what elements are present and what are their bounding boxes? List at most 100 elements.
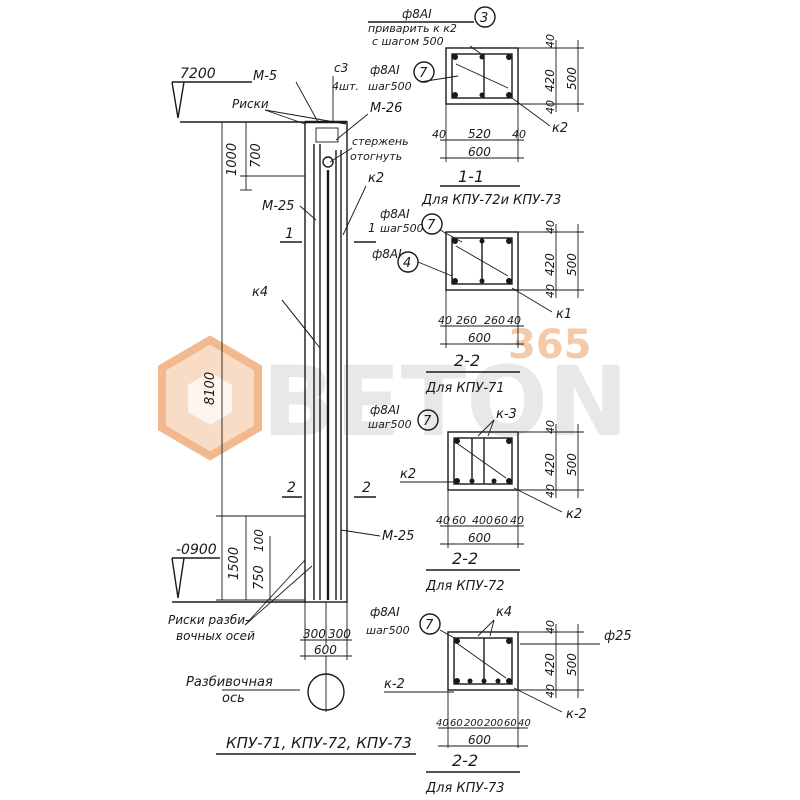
- s4-dim-v-mid: 420: [543, 653, 557, 676]
- mark-m26: M-26: [370, 101, 402, 116]
- dim-600-elev: 600: [314, 643, 337, 657]
- s2-callout-7-circle: [421, 213, 443, 235]
- s3-subtitle: Для КПУ-72: [425, 579, 505, 594]
- s2-dim-h-0: 40: [438, 314, 452, 327]
- s3-outline: [447, 431, 519, 491]
- callout-7-circle: [413, 61, 435, 83]
- s1-dim-h-total: 600: [468, 145, 491, 159]
- level-bottom: -0900: [176, 542, 217, 558]
- axis-label-2: ось: [222, 691, 245, 706]
- axis-risks-label-2: вочных осей: [176, 629, 255, 643]
- k2-label: к2: [368, 171, 384, 186]
- step-label: шаг500: [368, 80, 412, 93]
- s4-dim-h-0: 40: [436, 718, 449, 729]
- s1-k-right: к2: [552, 121, 568, 136]
- s1-dim-v-mid: 420: [543, 69, 557, 92]
- s3-dim-v-mid: 420: [543, 453, 557, 476]
- s3-dim-h-3: 60: [494, 514, 508, 527]
- s1-dim-h-2: 40: [512, 128, 526, 141]
- s1-dim-h-1: 520: [468, 127, 491, 141]
- s4-k-left: к-2: [384, 677, 405, 692]
- s1-callout-line2: приварить к к2: [368, 22, 457, 35]
- axis-risks-label-1: Риски разби-: [168, 613, 249, 627]
- mark-m25-top: M-25: [262, 199, 294, 214]
- s1-outline: [445, 47, 519, 105]
- axis-label-1: Разбивочная: [186, 675, 273, 690]
- s3-phi: ф8АI: [370, 403, 400, 417]
- s4-dim-h-total: 600: [468, 733, 491, 747]
- s4-phi: ф8АI: [370, 605, 400, 619]
- s2-dim-h-total: 600: [468, 331, 491, 345]
- watermark: BETON 365: [158, 322, 628, 461]
- s4-dim-v-top: 40: [544, 620, 557, 634]
- s1-callout-num: 3: [480, 11, 488, 26]
- s2-mark-1: 1: [368, 221, 376, 235]
- s3-dim-v-bot: 40: [544, 484, 557, 498]
- s2-phi2: ф8АI: [372, 247, 402, 261]
- s3-k-right: к2: [566, 507, 582, 522]
- s3-callout-7: 7: [423, 414, 432, 429]
- s4-step: шаг500: [366, 624, 410, 637]
- axis-circle: [307, 673, 345, 711]
- s3-dim-h-total: 600: [468, 531, 491, 545]
- s1-callout-line3: с шагом 500: [372, 35, 444, 48]
- s4-dim-h-4: 60: [504, 718, 517, 729]
- s2-phi: ф8АI: [380, 207, 410, 221]
- mark-m5: M-5: [253, 69, 277, 84]
- bent-label-2: отогнуть: [350, 150, 402, 163]
- s4-dim-v-total: 500: [565, 653, 579, 676]
- phi-label: ф8АI: [370, 63, 400, 77]
- s2-callout-7: 7: [427, 218, 436, 233]
- s3-dim-h-4: 40: [510, 514, 524, 527]
- s3-dim-h-0: 40: [436, 514, 450, 527]
- section-2-2-kpu72: ф8АI шаг500 7 к-3 к2 к2 40 420 40 500 40…: [368, 403, 584, 594]
- s3-title: 2-2: [452, 549, 478, 568]
- s3-callout-7-circle: [417, 409, 439, 431]
- s1-dim-v-top: 40: [544, 34, 557, 48]
- bent-label-1: стержень: [352, 135, 409, 148]
- s2-outline: [445, 231, 519, 291]
- s2-k-right: к1: [556, 307, 572, 322]
- c3-label: c3: [334, 61, 348, 75]
- s1-dim-h-0: 40: [432, 128, 446, 141]
- dim-700: 700: [249, 143, 264, 168]
- s3-dim-h-1: 60: [452, 514, 466, 527]
- s4-subtitle: Для КПУ-73: [425, 781, 505, 796]
- s4-dim-h-5: 40: [518, 718, 531, 729]
- mark-m25-low: M-25: [382, 529, 414, 544]
- s4-k-top: к4: [496, 605, 512, 620]
- s1-dim-v-bot: 40: [544, 100, 557, 114]
- dim-300-right: 300: [328, 627, 351, 641]
- s3-k-top: к-3: [496, 407, 517, 422]
- s2-title: 2-2: [454, 351, 480, 370]
- section-1-mark: 1: [285, 226, 294, 242]
- s4-k-right: к-2: [566, 707, 587, 722]
- s3-step: шаг500: [368, 418, 412, 431]
- dim-1000: 1000: [225, 143, 240, 176]
- elevation-caption: КПУ-71, КПУ-72, КПУ-73: [226, 734, 412, 752]
- s3-dim-h-2: 400: [472, 514, 493, 527]
- s2-dim-v-bot: 40: [544, 284, 557, 298]
- s2-subtitle: Для КПУ-71: [425, 381, 505, 396]
- s2-dim-v-mid: 420: [543, 253, 557, 276]
- s1-callout-line1: ф8АI: [402, 7, 432, 21]
- s4-dim-h-1: 60: [450, 718, 463, 729]
- s2-step: шаг500: [380, 222, 424, 235]
- s1-dim-v-total: 500: [565, 67, 579, 90]
- dim-1500: 1500: [227, 547, 242, 580]
- c3-count: 4шт.: [332, 80, 359, 93]
- s1-subtitle: Для КПУ-72и КПУ-73: [421, 193, 561, 208]
- section-2-2-kpu71: ф8АI шаг500 1 7 ф8АI 4 к1 40 420 40 500 …: [368, 207, 584, 396]
- s2-dim-h-2: 260: [484, 314, 505, 327]
- s1-callout-circle: [474, 6, 496, 28]
- s3-dim-v-total: 500: [565, 453, 579, 476]
- s2-dim-h-1: 260: [456, 314, 477, 327]
- section-1-1: ф8АI приварить к к2 с шагом 500 3 к2 40 …: [368, 6, 584, 208]
- k4-label: к4: [252, 285, 268, 300]
- column-elevation: 7200 M-5 Риски c3 4шт. ф8АI шаг500 7 M-2…: [168, 61, 435, 755]
- s4-phi-right: ф25: [604, 629, 632, 644]
- s4-outline: [447, 631, 519, 691]
- s4-dim-h-2: 200: [464, 718, 483, 729]
